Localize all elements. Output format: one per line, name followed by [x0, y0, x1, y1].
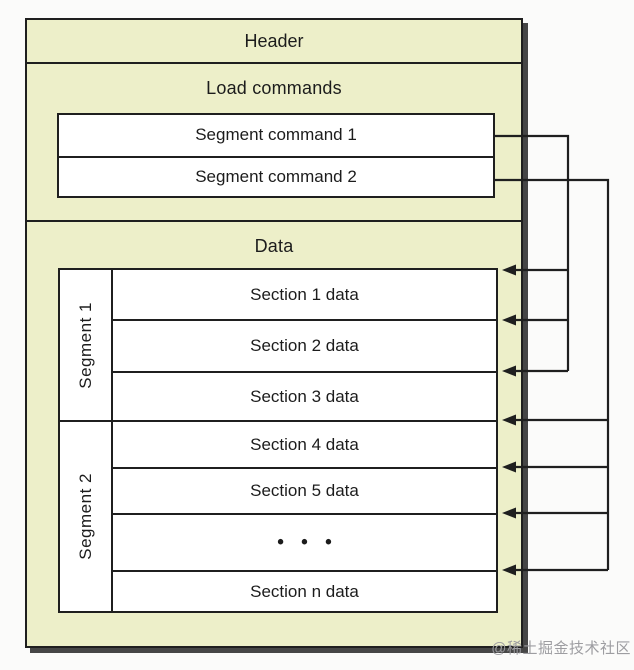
- section-2-data-row: Section 2 data: [113, 319, 496, 371]
- segment-2-label-cell: Segment 2: [60, 420, 111, 611]
- section-1-data-row: Section 1 data: [113, 270, 496, 319]
- load-commands-box: Segment command 1 Segment command 2: [57, 113, 495, 198]
- segment-label-column: Segment 1 Segment 2: [60, 270, 113, 611]
- section-5-data-row: Section 5 data: [113, 467, 496, 513]
- sections-box: Segment 1 Segment 2 Section 1 data Secti…: [58, 268, 498, 613]
- segment-2-label: Segment 2: [75, 473, 95, 560]
- data-divider-line: [27, 220, 521, 222]
- segment-command-2-row: Segment command 2: [59, 155, 493, 197]
- data-label: Data: [254, 236, 294, 256]
- header-label: Header: [244, 30, 304, 51]
- header-band: Header: [27, 20, 521, 64]
- macho-file-box: Header Load commands Segment command 1 S…: [25, 18, 523, 648]
- juejin-watermark: @稀土掘金技术社区: [491, 640, 631, 657]
- section-n-data-row: Section n data: [113, 570, 496, 611]
- segment-command-1-row: Segment command 1: [195, 125, 357, 145]
- section-4-data-row: Section 4 data: [113, 420, 496, 467]
- load-commands-label: Load commands: [206, 78, 342, 98]
- segment-1-label-cell: Segment 1: [60, 270, 111, 420]
- segment-1-label: Segment 1: [75, 301, 95, 389]
- section-3-data-row: Section 3 data: [113, 371, 496, 420]
- section-rows: Section 1 data Section 2 data Section 3 …: [113, 270, 496, 611]
- section-ellipsis-row: • • •: [113, 513, 496, 570]
